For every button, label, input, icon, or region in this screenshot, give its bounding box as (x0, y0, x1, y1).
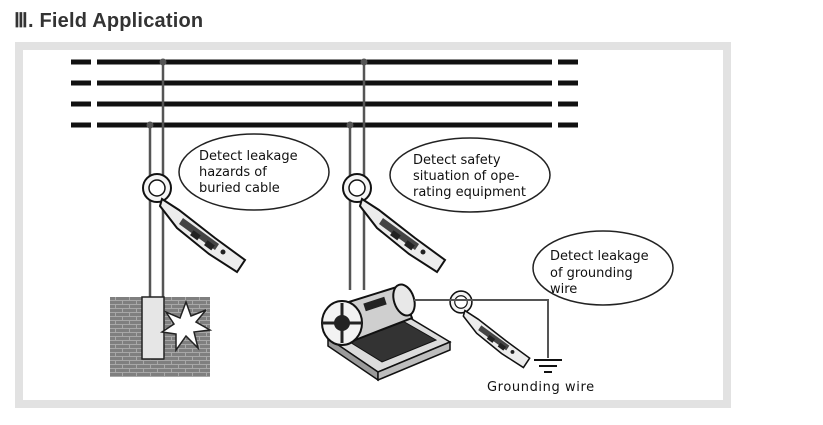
callout-grounding-line-3: wire (550, 282, 577, 297)
callout-cable-line-1: Detect leakage (199, 149, 298, 164)
ground-symbol-icon (534, 359, 562, 373)
grounding-wire (414, 299, 549, 358)
spark-icon (159, 299, 213, 353)
callout-cable-line-3: buried cable (199, 181, 280, 196)
section-title: Ⅲ. Field Application (14, 8, 203, 33)
callout-cable-bubble (178, 133, 330, 211)
callout-equipment-line-2: situation of ope- (413, 169, 520, 184)
callout-cable-line-2: hazards of (199, 165, 267, 180)
callout-equipment-line-1: Detect safety (413, 153, 501, 168)
callout-grounding-line-2: of grounding (550, 266, 633, 281)
clamp-meter-icon (449, 290, 531, 369)
callout-equipment-line-3: rating equipment (413, 185, 526, 200)
callout-grounding-line-1: Detect leakage (550, 249, 649, 264)
buried-cable (141, 296, 165, 360)
grounding-wire-label: Grounding wire (487, 380, 595, 395)
callout-grounding-bubble (532, 230, 674, 306)
section-numeral: Ⅲ (14, 10, 28, 32)
section-title-text: . Field Application (28, 10, 204, 32)
transformer-icon (321, 283, 452, 382)
power-lines (71, 59, 578, 128)
callout-equipment-bubble (389, 137, 551, 213)
